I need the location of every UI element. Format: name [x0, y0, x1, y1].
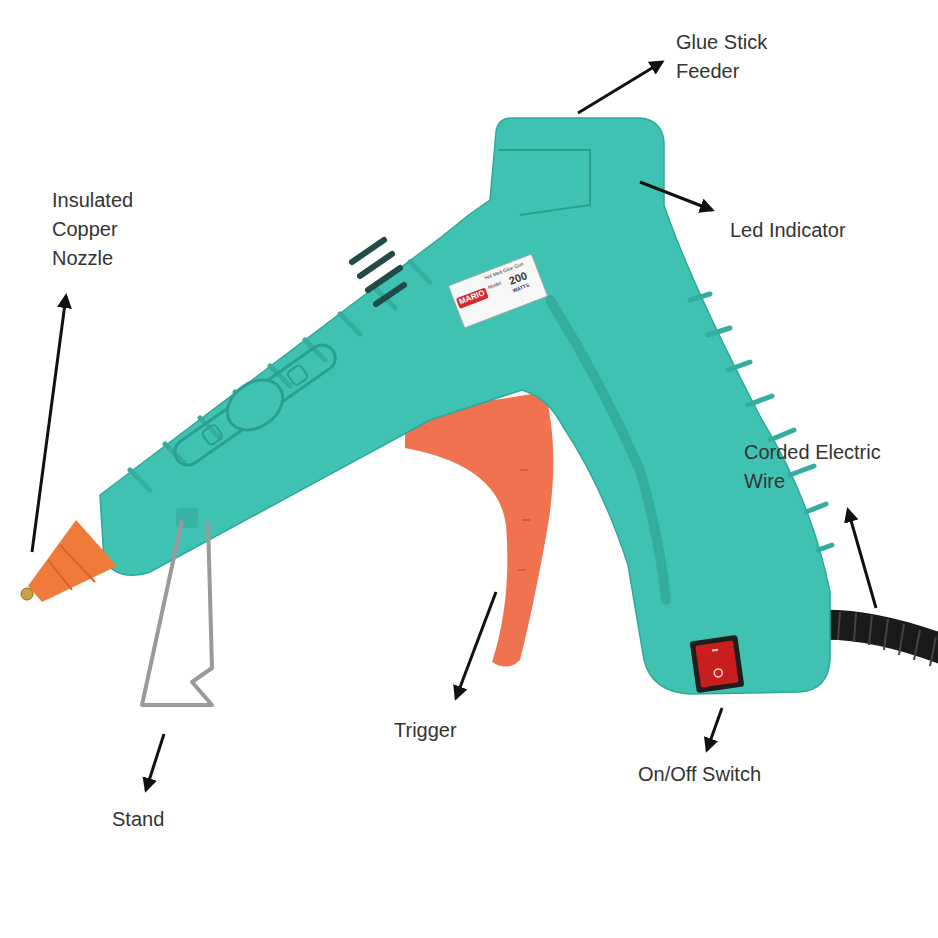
part-label: Led Indicator — [730, 216, 900, 245]
part-label: Trigger — [394, 716, 514, 745]
leader-arrow — [32, 296, 66, 552]
sticker-text: MARIO — [456, 288, 489, 309]
leader-arrow — [640, 182, 712, 210]
leader-arrow — [146, 734, 164, 790]
grip-emblem — [165, 332, 346, 477]
emblem-bar — [170, 340, 341, 470]
trigger-marks — [518, 470, 530, 570]
part-label: On/Off Switch — [638, 760, 838, 789]
leader-lines — [32, 62, 876, 790]
leader-arrow — [707, 708, 722, 750]
part-label: Corded Electric Wire — [744, 438, 924, 496]
on-mark — [712, 649, 718, 652]
part-label: Glue Stick Feeder — [676, 28, 796, 86]
leader-arrow — [578, 62, 662, 113]
emblem-knob — [201, 424, 223, 446]
emblem-oval — [218, 370, 292, 440]
copper-tip — [21, 588, 33, 600]
handle-ribs — [690, 294, 832, 550]
part-label: Stand — [112, 805, 212, 834]
handle-groove — [550, 300, 666, 600]
part-label: Insulated Copper Nozzle — [52, 186, 172, 273]
switch-frame — [690, 635, 745, 693]
switch-rocker — [695, 641, 738, 688]
trigger-shape — [405, 392, 553, 667]
wire-stand — [142, 520, 212, 705]
nozzle-cone — [28, 520, 117, 602]
rocker-switch — [690, 635, 745, 693]
feeder-edge — [498, 150, 590, 215]
sticker-text: Model — [487, 281, 502, 291]
vent-slots — [352, 240, 404, 304]
leader-arrow — [456, 592, 496, 698]
power-cord — [815, 625, 938, 650]
nozzle-ridges — [48, 545, 95, 590]
leader-arrow — [848, 510, 876, 608]
off-mark — [714, 668, 723, 677]
emblem-knob — [286, 364, 308, 386]
cord-ribs — [838, 612, 936, 666]
